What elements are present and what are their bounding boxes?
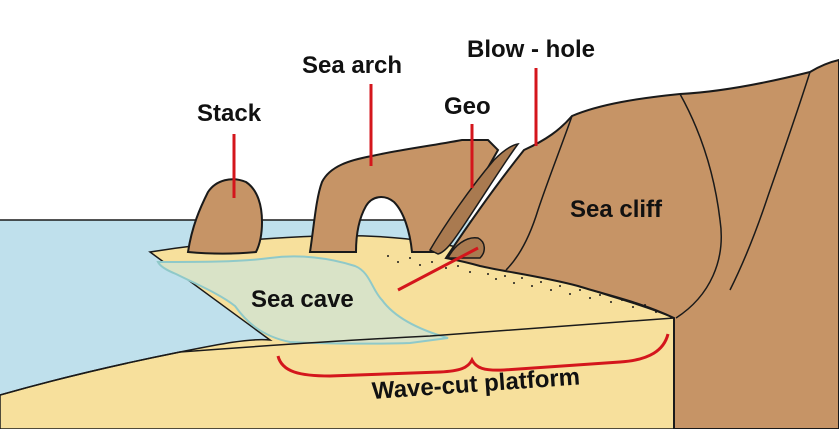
label-blow-hole: Blow - hole xyxy=(467,38,595,62)
stack-rock xyxy=(188,179,262,253)
label-sea-cliff: Sea cliff xyxy=(570,198,662,222)
label-sea-cave: Sea cave xyxy=(251,288,354,312)
label-sea-arch: Sea arch xyxy=(302,54,402,78)
label-stack: Stack xyxy=(197,102,261,126)
label-geo: Geo xyxy=(444,95,491,119)
